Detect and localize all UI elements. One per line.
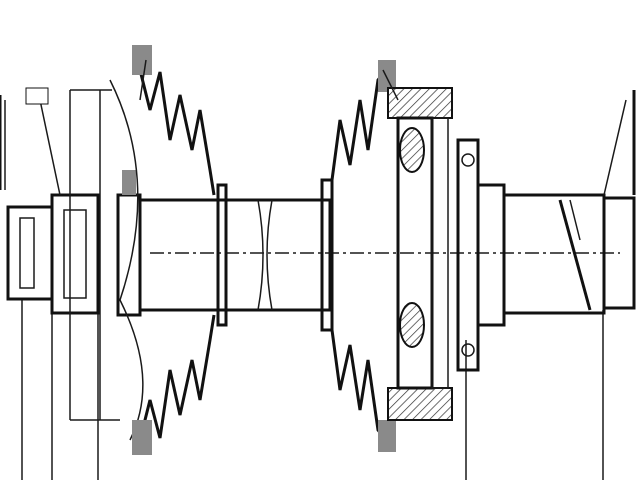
vertical-guide-lines: [21, 300, 604, 480]
right-joint-housing: [387, 87, 453, 421]
left-cv-housing: [50, 89, 142, 421]
right-retaining-ring: [456, 138, 506, 372]
right-spline-shaft: [502, 90, 636, 315]
left-boot: [109, 45, 216, 455]
callout-labels: [25, 59, 627, 196]
left-spline-stub: [0, 95, 54, 301]
central-shaft: [138, 178, 620, 332]
right-boot: [330, 60, 396, 452]
